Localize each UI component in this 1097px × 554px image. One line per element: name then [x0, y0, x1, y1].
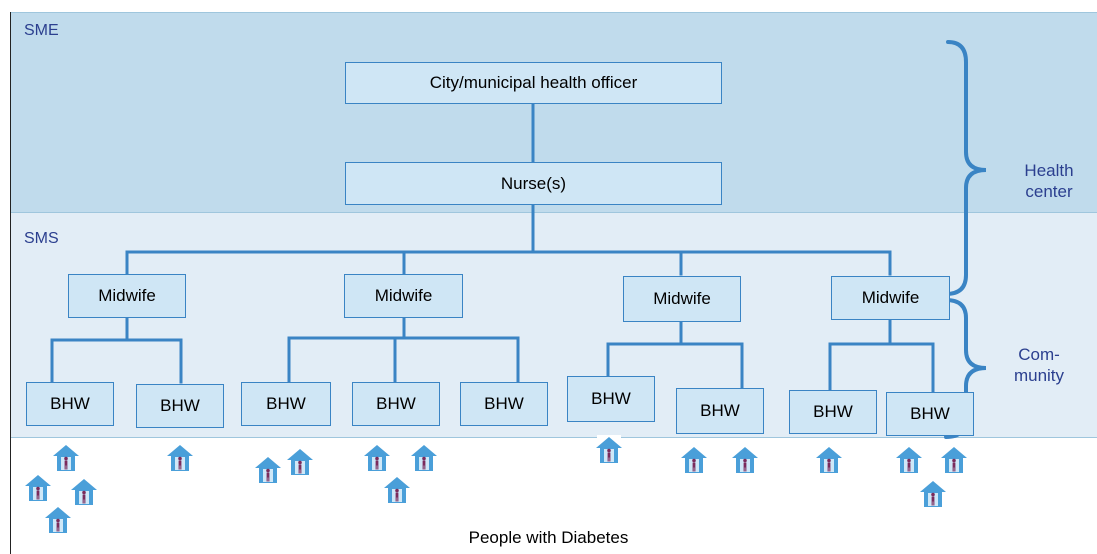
midwife-node: Midwife — [68, 274, 186, 318]
house-with-person-icon — [732, 445, 758, 475]
community-label-line2: munity — [1013, 366, 1065, 385]
house-with-person-icon — [941, 445, 967, 475]
community-label-line1: Com- — [1018, 345, 1060, 364]
house-with-person-icon — [681, 445, 707, 475]
house-with-person-icon — [596, 435, 622, 465]
house-with-person-icon — [384, 475, 410, 505]
house-with-person-icon — [364, 443, 390, 473]
house-with-person-icon — [45, 505, 71, 535]
bhw-node: BHW — [789, 390, 877, 434]
left-border-line — [10, 12, 11, 554]
house-with-person-icon — [167, 443, 193, 473]
house-with-person-icon — [53, 443, 79, 473]
midwife-node: Midwife — [623, 276, 741, 322]
house-with-person-icon — [25, 473, 51, 503]
health-center-label-line2: center — [1025, 182, 1073, 201]
bhw-node: BHW — [460, 382, 548, 426]
bhw-node: BHW — [352, 382, 440, 426]
house-with-person-icon — [255, 455, 281, 485]
sme-label: SME — [24, 22, 59, 39]
bhw-node: BHW — [567, 376, 655, 422]
house-with-person-icon — [816, 445, 842, 475]
curly-brace-icon — [944, 40, 987, 439]
bhw-node: BHW — [136, 384, 224, 428]
people-with-diabetes-label: People with Diabetes — [468, 528, 629, 547]
bhw-node: BHW — [676, 388, 764, 434]
community-label: Com- munity — [993, 344, 1085, 386]
house-with-person-icon — [896, 445, 922, 475]
nurse-node: Nurse(s) — [345, 162, 722, 205]
health-center-label: Health center — [1005, 160, 1093, 202]
bhw-node: BHW — [26, 382, 114, 426]
health-officer-node: City/municipal health officer — [345, 62, 722, 104]
house-with-person-icon — [287, 447, 313, 477]
house-with-person-icon — [71, 477, 97, 507]
sms-label: SMS — [24, 230, 59, 247]
bhw-node: BHW — [241, 382, 331, 426]
health-center-label-line1: Health — [1024, 161, 1074, 180]
house-with-person-icon — [411, 443, 437, 473]
midwife-node: Midwife — [831, 276, 950, 320]
house-with-person-icon — [920, 479, 946, 509]
midwife-node: Midwife — [344, 274, 463, 318]
bhw-node: BHW — [886, 392, 974, 436]
